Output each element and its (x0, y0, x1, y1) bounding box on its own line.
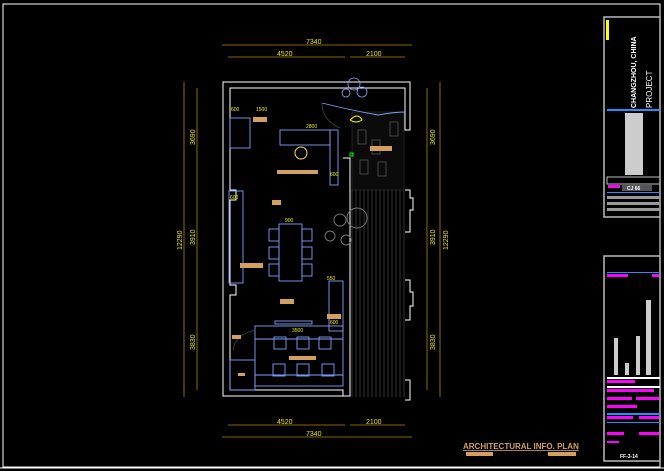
dim-left-overall: 12290 (177, 230, 184, 250)
tree-icon (324, 207, 368, 246)
label-3500: 3500 (292, 328, 303, 334)
drawing-title: ARCHITECTURAL INFO. PLAN (463, 442, 579, 451)
label-900: 900 (285, 218, 294, 224)
sheet-number: FF-3-14 (620, 454, 638, 460)
dim-right-width-bottom: 2100 (366, 419, 382, 426)
dim-left-width-bottom: 4520 (277, 419, 293, 426)
dim-left-top: 3690 (190, 129, 197, 145)
title-block-bottom (603, 255, 661, 462)
door-swing (321, 102, 341, 129)
label-550: 550 (327, 276, 336, 282)
sheet-border (2, 3, 661, 468)
dim-overall-width-top: 7340 (306, 39, 322, 46)
lamp-icon (294, 146, 308, 160)
sculpture-icon (349, 115, 363, 123)
dim-overall-width-bottom: 7340 (306, 431, 322, 438)
label-1500: 1500 (256, 107, 267, 113)
label-600-a: 600 (231, 107, 240, 113)
bottom-dimensions (222, 424, 412, 438)
garden-stones (357, 121, 399, 177)
label-2800: 2800 (306, 124, 317, 130)
marker-icon (349, 152, 354, 157)
dim-left-middle: 3910 (190, 229, 197, 245)
dim-right-bottom: 3830 (430, 334, 437, 350)
side-dim-labels: 3690 3910 3830 12290 3690 3910 3830 1229… (177, 129, 450, 350)
side-dimensions (183, 82, 441, 397)
dim-right-top: 3690 (430, 129, 437, 145)
top-dimensions (222, 44, 412, 58)
dim-right-middle: 3910 (430, 229, 437, 245)
title-block-top (603, 16, 661, 218)
dim-left-width-top: 4520 (277, 51, 293, 58)
project-label: PROJECT (645, 71, 654, 108)
dim-right-width-top: 2100 (366, 51, 382, 58)
walls (222, 81, 414, 401)
plant-icon (341, 77, 368, 98)
project-location: CHANGZHOU, CHINA (631, 36, 638, 108)
label-600-b: 600 (330, 172, 339, 178)
room-tags (232, 117, 392, 376)
sheet-code: CJ 66 (627, 186, 641, 192)
title-underline-left (466, 452, 493, 456)
door-swing-bottom (232, 329, 256, 351)
dim-left-bottom: 3830 (190, 334, 197, 350)
dim-right-overall: 12290 (443, 230, 450, 250)
label-600-d: 600 (330, 320, 339, 326)
label-600-c: 600 (230, 195, 239, 201)
title-underline-right (548, 452, 576, 456)
furniture (228, 102, 406, 391)
deck-hatch (351, 190, 405, 397)
